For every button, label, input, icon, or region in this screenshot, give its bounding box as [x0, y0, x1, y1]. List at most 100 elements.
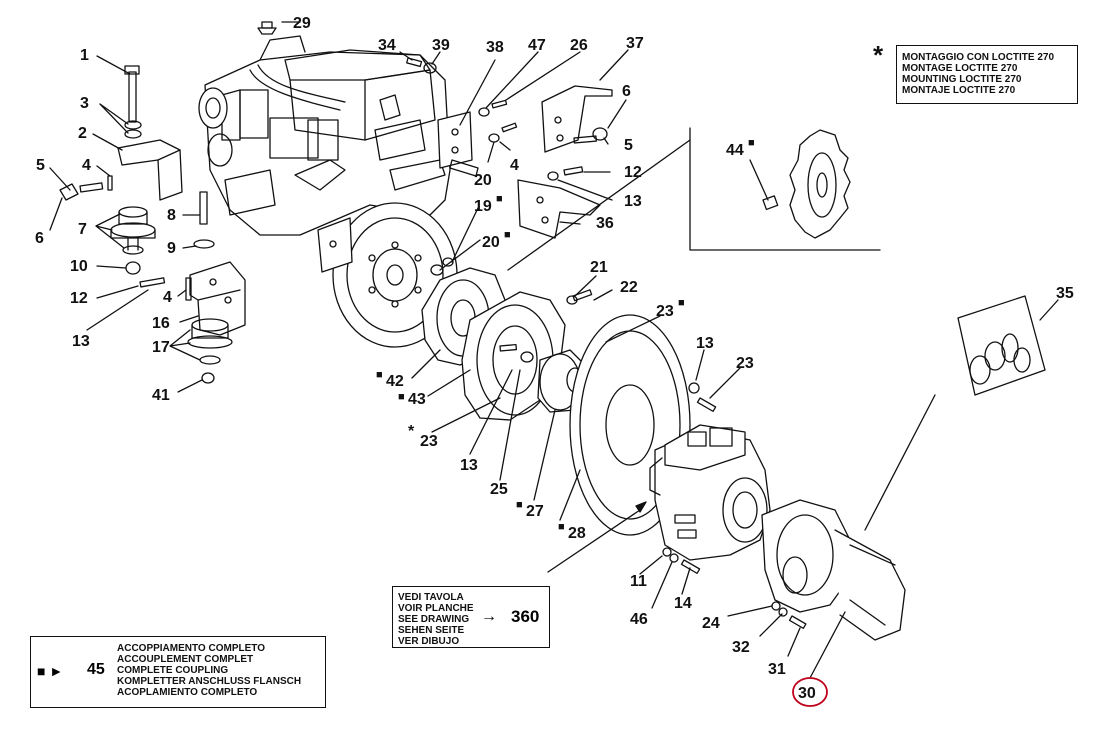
note-line: MOUNTING LOCTITE 270	[902, 74, 1022, 85]
callout-17: 17	[152, 339, 170, 356]
svg-text:■: ■	[398, 391, 405, 403]
callout-4-right: 4	[510, 157, 519, 174]
callout-42: 42	[386, 373, 404, 390]
callout-11: 11	[630, 573, 647, 590]
gear-pump	[761, 499, 906, 641]
loctite-note-box: MONTAGGIO CON LOCTITE 270 MONTAGE LOCTIT…	[896, 45, 1078, 104]
coupling-line: ACCOUPLEMENT COMPLET	[117, 654, 254, 665]
svg-text:■: ■	[558, 521, 565, 533]
callout-27: 27	[526, 503, 544, 520]
callout-6-right: 6	[622, 83, 631, 100]
callout-13-mid: 13	[696, 335, 714, 352]
callout-35: 35	[1056, 285, 1074, 302]
callout-2: 2	[78, 125, 87, 142]
callout-13-left: 13	[72, 333, 90, 350]
callout-39: 39	[432, 37, 450, 54]
see-drawing-box: VEDI TAVOLA VOIR PLANCHE SEE DRAWING SEH…	[392, 586, 550, 648]
callout-14: 14	[674, 595, 692, 612]
callout-23-a: 23	[656, 303, 674, 320]
svg-text:■: ■	[496, 193, 503, 205]
seal-kit	[864, 295, 1059, 531]
callout-8: 8	[167, 207, 176, 224]
see-drawing-line: SEE DRAWING	[398, 614, 470, 625]
callout-3: 3	[80, 95, 89, 112]
callout-31: 31	[768, 661, 786, 678]
callout-4-b: 4	[163, 289, 172, 306]
callout-44: 44	[726, 142, 744, 159]
highlight-circle-30	[792, 677, 828, 707]
svg-text:■: ■	[516, 499, 523, 511]
callout-20-b: 20	[482, 234, 500, 251]
callout-16: 16	[152, 315, 170, 332]
callout-21: 21	[590, 259, 608, 276]
callout-7: 7	[78, 221, 87, 238]
hydraulic-pump	[649, 424, 771, 574]
coupling-ref: 45	[87, 661, 105, 678]
callout-23-c: 23	[420, 433, 438, 450]
see-drawing-line: VER DIBUJO	[398, 636, 460, 647]
callout-28: 28	[568, 525, 586, 542]
square-arrow-icon: ■ ►	[37, 663, 64, 679]
callout-37: 37	[626, 35, 644, 52]
callout-12-right: 12	[624, 164, 642, 181]
callout-20-a: 20	[474, 172, 492, 189]
callout-24: 24	[702, 615, 720, 632]
callout-32: 32	[732, 639, 750, 656]
callout-19: 19	[474, 198, 492, 215]
coupling-lines: ACCOPPIAMENTO COMPLETO ACCOUPLEMENT COMP…	[117, 643, 301, 698]
callout-6-left: 6	[35, 230, 44, 247]
callout-1: 1	[80, 47, 89, 64]
svg-text:*: *	[408, 423, 415, 440]
callout-22: 22	[620, 279, 638, 296]
callout-47: 47	[528, 37, 546, 54]
callout-38: 38	[486, 39, 504, 56]
see-drawing-lines: VEDI TAVOLA VOIR PLANCHE SEE DRAWING SEH…	[398, 592, 474, 647]
see-drawing-line: VEDI TAVOLA	[398, 592, 464, 603]
loctite-asterisk: *	[873, 40, 884, 70]
note-line: MONTAGE LOCTITE 270	[902, 63, 1018, 74]
svg-text:■: ■	[748, 137, 755, 149]
callout-46: 46	[630, 611, 648, 628]
callout-41: 41	[152, 387, 170, 404]
callout-30: 30	[798, 685, 816, 702]
left-mount-upper	[59, 65, 215, 275]
gear-detail-inset	[507, 127, 881, 271]
svg-text:■: ■	[504, 229, 511, 241]
callout-4-a: 4	[82, 157, 91, 174]
callout-labels: 1 3 2 5 4 6 7 8 9 10 12 4 13 16 17 41 29…	[35, 15, 1074, 707]
see-drawing-ref: 360	[511, 607, 540, 626]
callout-5-right: 5	[624, 137, 633, 154]
svg-text:■: ■	[376, 369, 383, 381]
arrow-right-icon: →	[481, 608, 497, 625]
note-line: MONTAJE LOCTITE 270	[902, 85, 1016, 96]
callout-5-left: 5	[36, 157, 45, 174]
callout-29: 29	[293, 15, 311, 32]
coupling-line: ACOPLAMIENTO COMPLETO	[117, 687, 258, 698]
callout-34: 34	[378, 37, 396, 54]
callout-10: 10	[70, 258, 88, 275]
callout-26: 26	[570, 37, 588, 54]
svg-text:■: ■	[678, 297, 685, 309]
coupling-line: KOMPLETTER ANSCHLUSS FLANSCH	[117, 676, 302, 687]
left-mount-lower	[139, 261, 246, 384]
leader-lines	[49, 49, 846, 679]
callout-43: 43	[408, 391, 426, 408]
top-brackets	[257, 21, 613, 276]
see-drawing-line: VOIR PLANCHE	[398, 603, 474, 614]
coupling-line: COMPLETE COUPLING	[117, 665, 229, 676]
engine-block	[198, 35, 451, 236]
note-line: MONTAGGIO CON LOCTITE 270	[902, 52, 1055, 63]
callout-12-left: 12	[70, 290, 88, 307]
see-drawing-pointer	[547, 509, 641, 573]
see-drawing-line: SEHEN SEITE	[398, 625, 465, 636]
loctite-note-lines: MONTAGGIO CON LOCTITE 270 MONTAGE LOCTIT…	[902, 52, 1054, 96]
callout-13-bottom: 13	[460, 457, 478, 474]
callout-36: 36	[596, 215, 614, 232]
callout-25: 25	[490, 481, 508, 498]
complete-coupling-box: ■ ► 45 ACCOPPIAMENTO COMPLETO ACCOUPLEME…	[30, 636, 326, 708]
callout-9: 9	[167, 240, 176, 257]
coupling-line: ACCOPPIAMENTO COMPLETO	[117, 643, 265, 654]
callout-13-right: 13	[624, 193, 642, 210]
